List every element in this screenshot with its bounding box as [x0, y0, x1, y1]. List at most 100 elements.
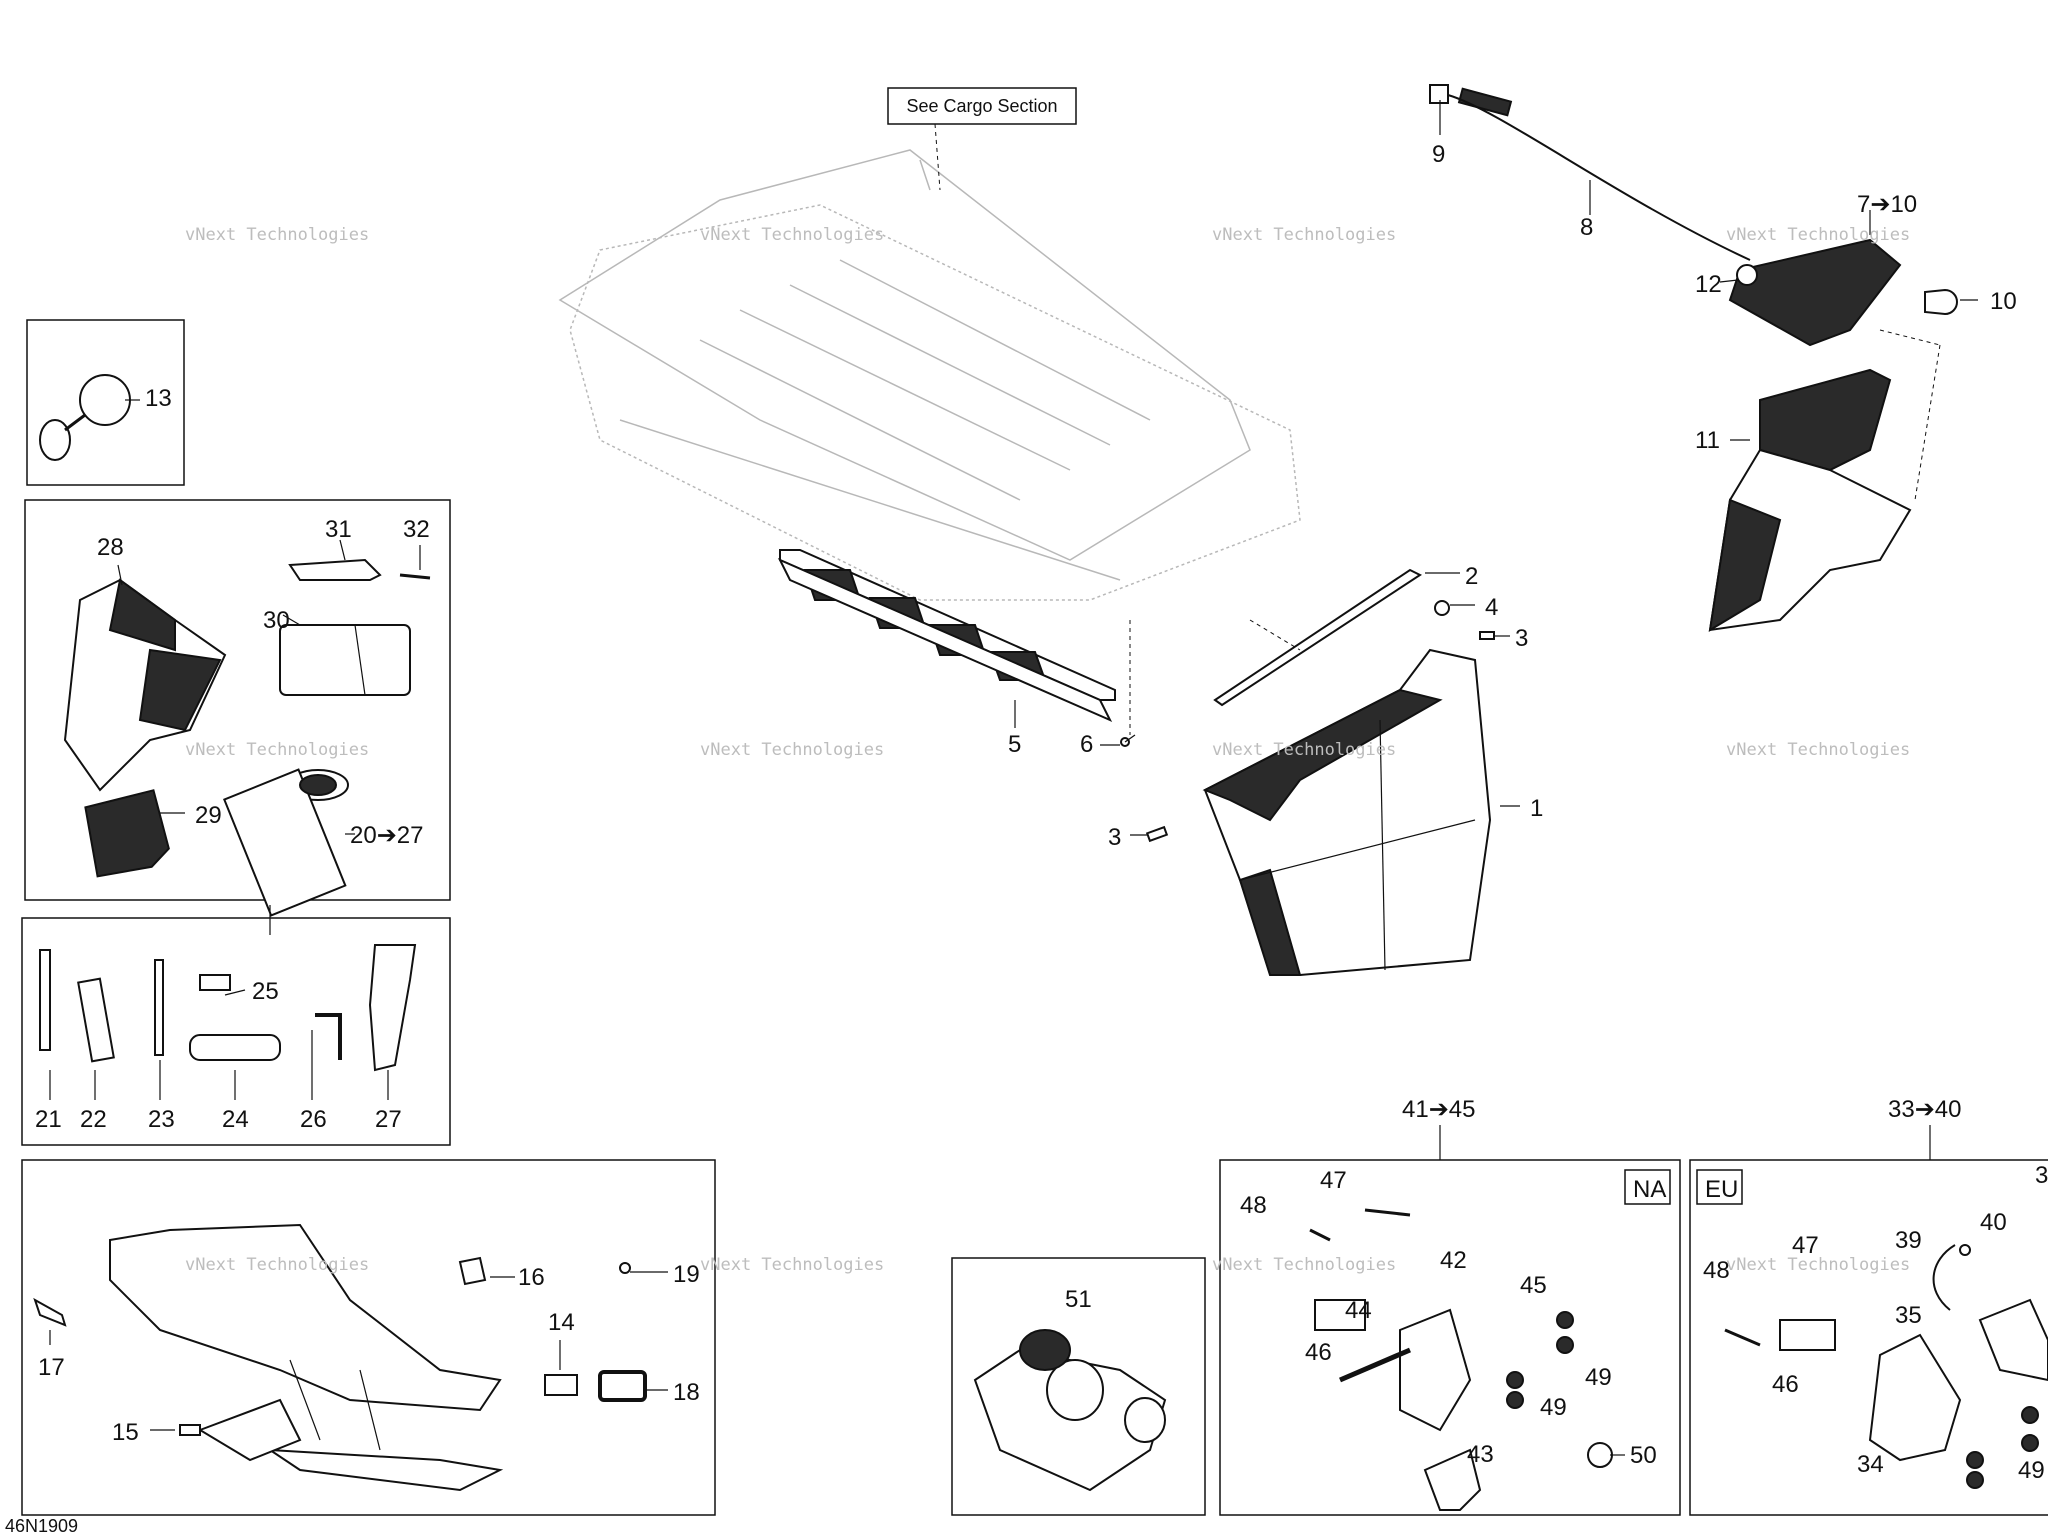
- svg-text:vNext Technologies: vNext Technologies: [700, 225, 884, 245]
- label-29: 29: [195, 802, 222, 829]
- panel-13: [26, 319, 185, 486]
- label-46a: 46: [1305, 1339, 1332, 1366]
- label-4: 4: [1485, 594, 1498, 621]
- label-31: 31: [325, 516, 352, 543]
- label-6: 6: [1080, 731, 1093, 758]
- label-10: 10: [1990, 288, 2017, 315]
- label-25: 25: [252, 978, 279, 1005]
- label-18: 18: [673, 1379, 700, 1406]
- label-47a: 47: [1320, 1167, 1347, 1194]
- strip-2: [1213, 568, 1495, 707]
- label-3a: 3: [1515, 625, 1528, 652]
- label-22: 22: [80, 1106, 107, 1133]
- label-45: 45: [1520, 1272, 1547, 1299]
- hardware-6-3: [1120, 620, 1169, 843]
- label-5: 5: [1008, 731, 1021, 758]
- part-51-winch: [973, 1329, 1167, 1492]
- see-cargo-callout: [887, 87, 1077, 125]
- label-39: 39: [1895, 1227, 1922, 1254]
- svg-text:vNext Technologies: vNext Technologies: [185, 1255, 369, 1275]
- cargo-rack-ghost: See Cargo Section: [558, 87, 1301, 601]
- label-17: 17: [38, 1354, 65, 1381]
- part-31-bracket: [288, 558, 382, 581]
- label-34: 34: [1857, 1451, 1884, 1478]
- diagram-code: 46N1909: [5, 1516, 78, 1536]
- svg-text:vNext Technologies: vNext Technologies: [700, 1255, 884, 1275]
- part-11-housing: [1708, 368, 1912, 632]
- svg-text:vNext Technologies: vNext Technologies: [1726, 740, 1910, 760]
- label-46b: 46: [1772, 1371, 1799, 1398]
- part-32-screw: [399, 573, 431, 580]
- label-19: 19: [673, 1261, 700, 1288]
- label-47b: 47: [1792, 1232, 1819, 1259]
- label-20-27: 20➔27: [350, 822, 424, 849]
- svg-text:vNext Technologies: vNext Technologies: [185, 225, 369, 245]
- label-43: 43: [1467, 1441, 1494, 1468]
- label-41-45: 41➔45: [1402, 1096, 1476, 1123]
- label-50: 50: [1630, 1442, 1657, 1469]
- svg-text:vNext Technologies: vNext Technologies: [700, 740, 884, 760]
- svg-text:vNext Technologies: vNext Technologies: [1726, 225, 1910, 245]
- taillight-assy: [1728, 238, 1958, 347]
- svg-text:vNext Technologies: vNext Technologies: [1212, 1255, 1396, 1275]
- tag-eu: EU: [1705, 1176, 1738, 1203]
- part-1-mudflap: [1202, 648, 1492, 976]
- label-2: 2: [1465, 563, 1478, 590]
- label-8: 8: [1580, 214, 1593, 241]
- label-16: 16: [518, 1264, 545, 1291]
- part-30-pad: [279, 624, 411, 696]
- svg-text:vNext Technologies: vNext Technologies: [185, 740, 369, 760]
- label-44: 44: [1345, 1297, 1372, 1324]
- label-21: 21: [35, 1106, 62, 1133]
- label-51: 51: [1065, 1286, 1092, 1313]
- leader-lines: [49, 100, 1978, 1456]
- tools: [39, 944, 417, 1072]
- label-49b: 49: [1540, 1394, 1567, 1421]
- label-15: 15: [112, 1419, 139, 1446]
- panel-winch: [951, 1257, 1206, 1516]
- label-28: 28: [97, 534, 124, 561]
- label-11: 11: [1695, 427, 1720, 454]
- tag-na: NA: [1633, 1176, 1666, 1203]
- svg-text:vNext Technologies: vNext Technologies: [1726, 1255, 1910, 1275]
- part-5-rail: [777, 549, 1116, 723]
- panel-kit: [24, 499, 451, 901]
- label-32: 32: [403, 516, 430, 543]
- svg-text:vNext Technologies: vNext Technologies: [1212, 225, 1396, 245]
- label-49c: 49: [2018, 1457, 2045, 1484]
- label-27: 27: [375, 1106, 402, 1133]
- label-14: 14: [548, 1309, 575, 1336]
- label-48a: 48: [1240, 1192, 1267, 1219]
- label-40: 40: [1980, 1209, 2007, 1236]
- panel-tools: [21, 917, 451, 1146]
- panel-sled: [21, 1159, 716, 1516]
- label-48b: 48: [1703, 1257, 1730, 1284]
- eu-hardware: [1724, 1244, 2048, 1489]
- na-hardware: [1309, 1208, 1613, 1511]
- label-24: 24: [222, 1106, 249, 1133]
- svg-text:vNext Technologies: vNext Technologies: [1212, 740, 1396, 760]
- label-33-40: 33➔40: [1888, 1096, 1962, 1123]
- label-7-10: 7➔10: [1857, 191, 1917, 218]
- label-3b: 3: [1108, 824, 1121, 851]
- part-20-tube: [223, 768, 349, 917]
- harness-8-9: [1429, 84, 1751, 261]
- label-35: 35: [1895, 1302, 1922, 1329]
- panel-na: [1219, 1159, 1681, 1516]
- label-30: 30: [263, 607, 290, 634]
- label-12: 12: [1695, 271, 1722, 298]
- label-42: 42: [1440, 1247, 1467, 1274]
- panel-eu: [1689, 1159, 2048, 1516]
- label-1: 1: [1530, 795, 1543, 822]
- part-29-strap: [84, 789, 170, 878]
- sled-illustration: [33, 1223, 647, 1492]
- part-13-mirror: [39, 374, 131, 461]
- label-13: 13: [145, 385, 172, 412]
- part-labels: 1 2 3 3 4 5 6 7➔10 8 9 10 11 12 13 14 15…: [5, 141, 2048, 1536]
- label-3c: 3: [2035, 1162, 2048, 1189]
- label-23: 23: [148, 1106, 175, 1133]
- see-cargo-text: See Cargo Section: [906, 96, 1057, 116]
- watermarks: vNext Technologies vNext Technologies vN…: [185, 225, 1910, 1275]
- label-49a: 49: [1585, 1364, 1612, 1391]
